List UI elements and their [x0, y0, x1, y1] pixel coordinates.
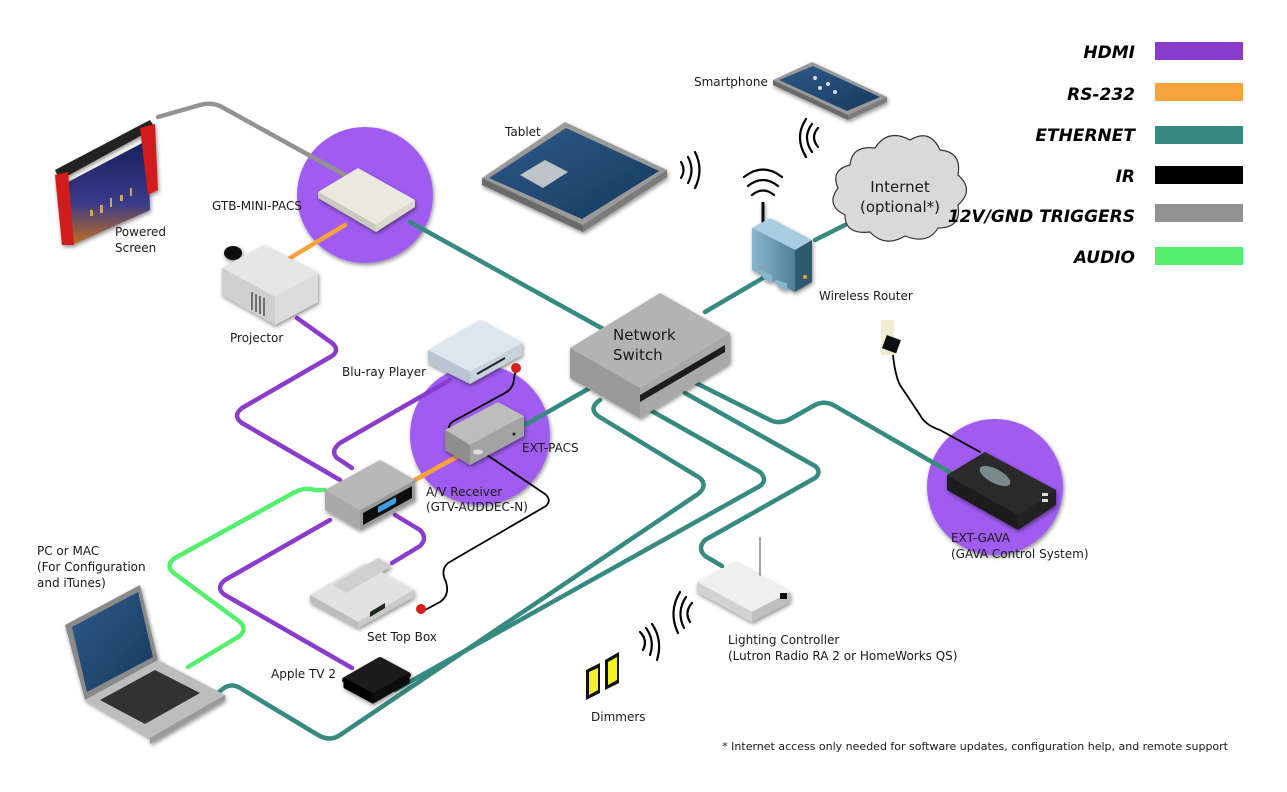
label-smartphone: Smartphone	[694, 75, 768, 89]
legend-item-rs232: RS-232	[1067, 83, 1243, 105]
ext-pacs-device-icon	[445, 402, 524, 465]
label-apple-tv: Apple TV 2	[271, 667, 336, 681]
ethernet-cable-switch-lighting	[682, 390, 821, 569]
legend-swatch-ethernet	[1155, 126, 1243, 144]
ethernet-cable-router-internet	[812, 222, 848, 243]
gtb-mini-pacs-device-icon	[318, 168, 415, 232]
powered-screen-icon	[55, 120, 158, 245]
legend-item-audio: AUDIO	[1072, 247, 1243, 268]
legend-label: RS-232	[1067, 85, 1135, 105]
label-tablet: Tablet	[504, 125, 541, 139]
wifi-waves-dimmers-icon	[638, 622, 661, 662]
hdmi-cable-bluray-receiver	[331, 377, 453, 471]
ethernet-cable-switch-pc	[212, 397, 706, 741]
legend-swatch-ir	[1155, 166, 1243, 184]
wifi-waves-smartphone-icon	[798, 117, 820, 159]
label-bluray-player: Blu-ray Player	[342, 365, 426, 379]
label-pc-mac-line2: (For Configuration	[37, 560, 146, 574]
wifi-waves-lighting-icon	[672, 590, 694, 635]
bluray-player-icon	[428, 320, 522, 384]
label-set-top-box: Set Top Box	[367, 630, 437, 644]
label-network-switch-line2: Switch	[613, 346, 663, 364]
legend-label: 12V/GND TRIGGERS	[948, 207, 1135, 227]
footnote: * Internet access only needed for softwa…	[722, 740, 1228, 753]
dimmers-icon	[586, 652, 619, 700]
label-internet-line1: Internet	[870, 178, 930, 196]
legend-swatch-hdmi	[1155, 42, 1243, 60]
wall-outlet-icon	[881, 320, 901, 355]
ir-emitter-set-top-box	[416, 604, 426, 614]
ext-gava-device-icon	[947, 452, 1056, 530]
label-ext-pacs: EXT-PACS	[522, 441, 579, 455]
trigger-cable-screen-gtb	[155, 101, 348, 178]
legend-label: IR	[1116, 167, 1135, 187]
wireless-router-icon	[752, 202, 812, 292]
internet-cloud-icon	[832, 134, 968, 242]
label-ext-gava-line1: EXT-GAVA	[951, 531, 1011, 545]
legend-swatch-triggers	[1155, 204, 1243, 222]
legend: HDMI RS-232 ETHERNET IR 12V/GND TRIGGERS…	[948, 42, 1243, 268]
ethernet-cable-gtb-switch	[407, 219, 608, 333]
label-gtb-mini-pacs: GTB-MINI-PACS	[212, 199, 302, 213]
label-lighting-controller-line2: (Lutron Radio RA 2 or HomeWorks QS)	[728, 649, 957, 663]
legend-item-ir: IR	[1116, 166, 1243, 187]
label-internet-line2: (optional*)	[860, 198, 940, 216]
wifi-waves-tablet-icon	[679, 150, 701, 190]
wifi-waves-router-icon	[742, 168, 784, 197]
label-pc-mac-line3: and iTunes)	[37, 576, 106, 590]
ir-emitter-bluray	[511, 363, 521, 373]
legend-label: AUDIO	[1072, 248, 1135, 268]
rs232-cable-gtb-projector	[287, 222, 348, 261]
switch-ports	[640, 345, 725, 402]
label-lighting-controller-line1: Lighting Controller	[728, 633, 839, 647]
ir-cable-extpacs-stb	[424, 454, 550, 611]
label-powered-screen-line1: Powered	[115, 225, 166, 239]
ethernet-cable-switch-gava	[687, 377, 963, 481]
hdmi-cable-receiver-appletv	[217, 517, 355, 671]
legend-item-hdmi: HDMI	[1083, 42, 1243, 63]
av-receiver-icon	[325, 460, 415, 530]
legend-swatch-audio	[1155, 247, 1243, 265]
apple-tv-icon	[342, 657, 411, 704]
audio-cable-receiver-pc	[167, 486, 328, 670]
label-dimmers: Dimmers	[591, 710, 646, 724]
legend-label: HDMI	[1083, 43, 1135, 63]
rs232-cable-receiver-extpacs	[412, 452, 463, 483]
network-switch-icon	[570, 293, 730, 418]
legend-item-triggers: 12V/GND TRIGGERS	[948, 204, 1243, 227]
label-wireless-router: Wireless Router	[819, 289, 913, 303]
label-powered-screen-line2: Screen	[115, 241, 156, 255]
laptop-icon	[65, 585, 225, 744]
label-ext-gava-line2: (GAVA Control System)	[951, 547, 1089, 561]
smartphone-icon	[773, 62, 887, 120]
ethernet-cable-switch-appletv	[392, 407, 767, 693]
hdmi-cable-receiver-stb	[389, 512, 427, 566]
power-cord-gava	[892, 354, 981, 453]
legend-item-ethernet: ETHERNET	[1035, 126, 1243, 146]
lighting-controller-icon	[697, 562, 790, 622]
label-network-switch-line1: Network	[613, 326, 676, 344]
projector-icon	[222, 245, 318, 325]
label-av-receiver-line2: (GTV-AUDDEC-N)	[426, 500, 528, 514]
tablet-icon	[482, 122, 667, 232]
label-pc-mac-line1: PC or MAC	[37, 544, 99, 558]
label-projector: Projector	[230, 331, 283, 345]
legend-swatch-rs232	[1155, 83, 1243, 101]
legend-label: ETHERNET	[1035, 126, 1136, 146]
label-av-receiver-line1: A/V Receiver	[426, 485, 502, 499]
ethernet-cable-extpacs-switch	[522, 382, 598, 428]
set-top-box-icon	[310, 558, 414, 628]
hdmi-cable-projector-receiver	[234, 315, 343, 483]
